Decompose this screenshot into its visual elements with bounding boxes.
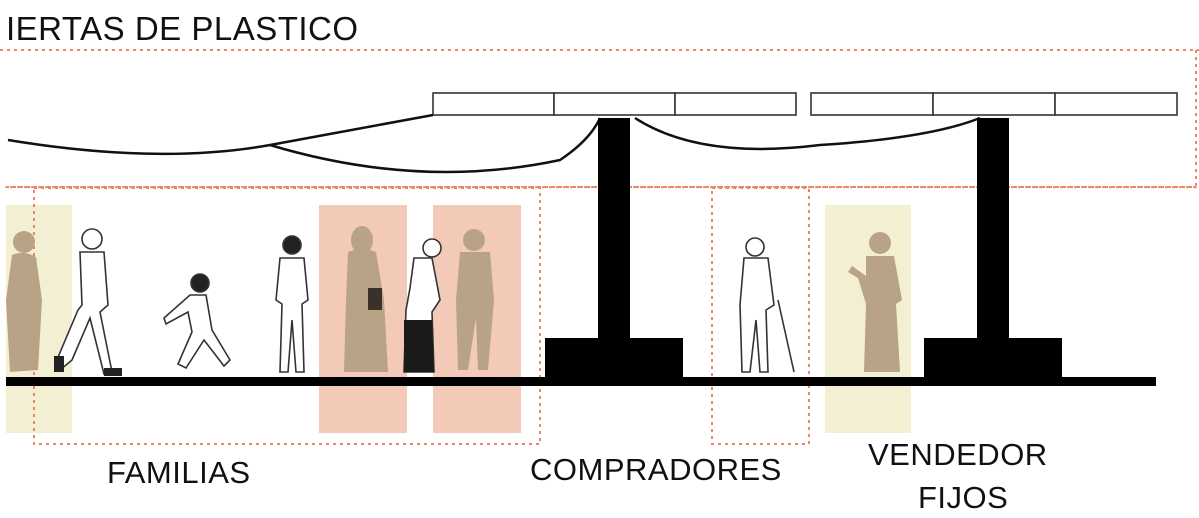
plastic-sheet-curve-3 (634, 116, 981, 151)
roof-panel-2 (553, 92, 676, 116)
roof-panel-3 (674, 92, 797, 116)
vendedor-label-line2: FIJOS (918, 480, 1009, 515)
vendor-woman-tan-figure (848, 232, 902, 372)
roof-panel-4 (810, 92, 934, 116)
roof-panel-5 (932, 92, 1056, 116)
plastic-sheet-curve-2 (269, 117, 602, 174)
elderly-woman-figure (403, 238, 442, 373)
elderly-man-with-cane-figure (739, 237, 795, 373)
elderly-man-tan-figure (456, 229, 494, 370)
ground-slab (6, 377, 1156, 386)
column-left (598, 118, 630, 378)
roof-panel-6 (1054, 92, 1178, 116)
compradores-zone-outline (711, 187, 810, 445)
running-child-figure (163, 273, 232, 370)
compradores-label: COMPRADORES (530, 452, 782, 487)
standing-woman-figure (275, 235, 309, 373)
footing-right (924, 338, 1062, 378)
diagram-title: IERTAS DE PLASTICO (6, 10, 359, 47)
vendedor-label-line1: VENDEDOR (868, 437, 1048, 472)
plastic-sheet-curve-1 (7, 113, 434, 156)
walking-man-figure (54, 228, 122, 376)
pedestrian-woman-tan-figure (6, 231, 42, 372)
column-right (977, 118, 1009, 378)
footing-left (545, 338, 683, 378)
roof-panel-1 (432, 92, 555, 116)
veiled-woman-tan-figure (344, 226, 388, 372)
familias-label: FAMILIAS (107, 455, 251, 490)
